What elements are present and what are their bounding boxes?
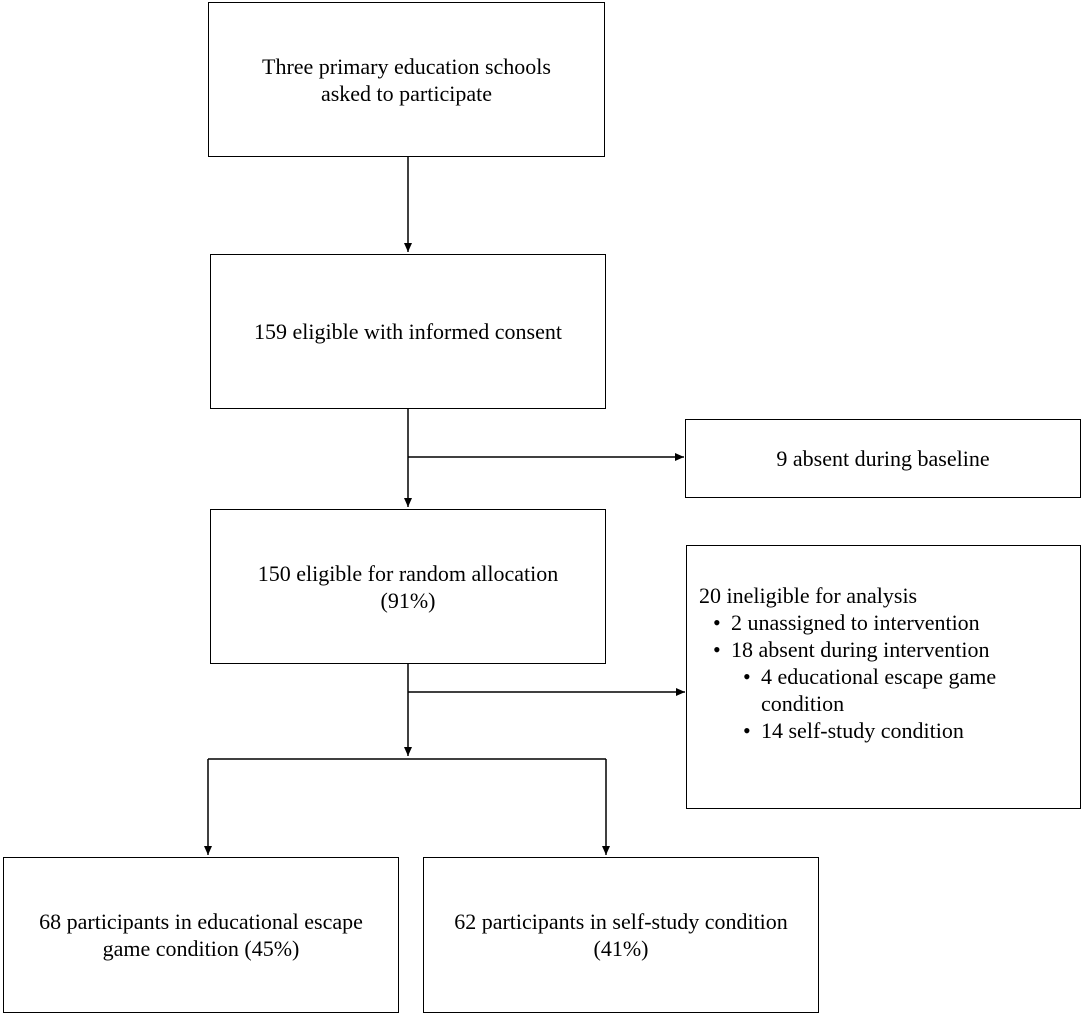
random-line2: (91%) [380, 587, 436, 613]
self-study-line2: (41%) [593, 936, 649, 961]
schools-line1: Three primary education schools [262, 53, 551, 79]
box-schools: Three primary education schools asked to… [208, 2, 605, 157]
schools-line2: asked to participate [320, 80, 493, 106]
box-eligible: 159 eligible with informed consent [210, 254, 606, 409]
absent-subitem: 14 self-study condition [739, 717, 1080, 744]
ineligible-list: 2 unassigned to intervention 18 absent d… [709, 609, 1080, 663]
box-self-study: 62 participants in self-study condition … [423, 857, 819, 1013]
box-escape-game: 68 participants in educational escape ga… [3, 857, 399, 1013]
escape-game-line2: game condition (45%) [102, 936, 300, 961]
ineligible-item: 2 unassigned to intervention [709, 609, 1080, 636]
self-study-line1: 62 participants in self-study condition [454, 909, 788, 934]
random-line1: 150 eligible for random allocation [257, 560, 559, 586]
absent-baseline-line1: 9 absent during baseline [776, 446, 990, 471]
escape-game-line1: 68 participants in educational escape [39, 909, 363, 934]
ineligible-title: 20 ineligible for analysis [699, 583, 918, 608]
eligible-line1: 159 eligible with informed consent [254, 319, 562, 344]
ineligible-item: 18 absent during intervention [709, 636, 1080, 663]
box-ineligible: 20 ineligible for analysis 2 unassigned … [686, 545, 1081, 809]
box-absent-baseline: 9 absent during baseline [685, 419, 1081, 498]
box-random-allocation: 150 eligible for random allocation (91%) [210, 509, 606, 664]
absent-intervention-sublist: 4 educational escape game condition 14 s… [739, 663, 1080, 744]
absent-subitem: 4 educational escape game condition [739, 663, 1080, 717]
